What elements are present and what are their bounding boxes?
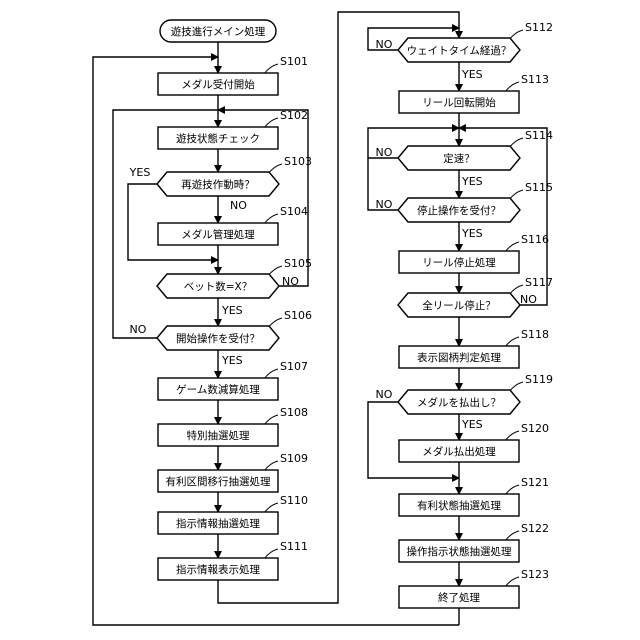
s119-no-label: NO	[376, 388, 393, 401]
s101-step-label: S101	[280, 55, 308, 68]
s119-yes-label: YES	[461, 418, 483, 431]
s123-step-label: S123	[521, 568, 549, 581]
s113-text: リール回転開始	[422, 96, 496, 109]
s106-text: 開始操作を受付？	[176, 332, 260, 345]
s118-step-label: S118	[521, 328, 549, 341]
s114-step-label: S114	[525, 129, 553, 142]
s107-step-label: S107	[280, 360, 308, 373]
s108-step-label: S108	[280, 406, 308, 419]
s106-step-label: S106	[284, 309, 312, 322]
s110-text: 指示情報抽選処理	[176, 517, 260, 530]
s104-text: メダル管理処理	[181, 228, 255, 241]
s114-no-label: NO	[376, 146, 393, 159]
s117-text: 全リール停止？	[422, 299, 496, 312]
s115-yes-label: YES	[461, 227, 483, 240]
s114-text: 定速？	[443, 152, 475, 165]
s116-text: リール停止処理	[422, 256, 496, 269]
s123-text: 終了処理	[438, 591, 480, 604]
s107-text: ゲーム数減算処理	[176, 383, 260, 396]
s112-text: ウェイトタイム経過？	[407, 44, 512, 57]
s122-step-label: S122	[521, 522, 549, 535]
s109-step-label: S109	[280, 452, 308, 465]
s102-step-label: S102	[280, 109, 308, 122]
s121-text: 有利状態抽選処理	[417, 499, 501, 512]
s112-no-label: NO	[376, 38, 393, 51]
s103-step-label: S103	[284, 155, 312, 168]
s115-step-label: S115	[525, 181, 553, 194]
s105-yes-label: YES	[221, 304, 243, 317]
s118-text: 表示図柄判定処理	[417, 351, 501, 364]
s109-text: 有利区間移行抽選処理	[166, 475, 271, 488]
s112-yes-label: YES	[461, 68, 483, 81]
s122-text: 操作指示状態抽選処理	[407, 545, 512, 558]
s115-no-label: NO	[376, 198, 393, 211]
s121-step-label: S121	[521, 476, 549, 489]
s117-no-label: NO	[520, 293, 537, 306]
s105-text: ベット数=X？	[184, 280, 253, 293]
s120-text: メダル払出処理	[422, 445, 496, 458]
s103-text: 再遊技作動時？	[181, 178, 255, 191]
s102-text: 遊技状態チェック	[176, 132, 260, 145]
s103-yes-label: YES	[129, 166, 151, 179]
s115-text: 停止操作を受付？	[417, 204, 501, 217]
s103-no-label: NO	[230, 199, 247, 212]
s112-step-label: S112	[525, 21, 553, 34]
s119-text: メダルを払出し？	[417, 396, 501, 409]
s120-step-label: S120	[521, 422, 549, 435]
s106-yes-label: YES	[221, 354, 243, 367]
s111-text: 指示情報表示処理	[176, 563, 260, 576]
s106-no-label: NO	[130, 323, 147, 336]
s116-step-label: S116	[521, 233, 549, 246]
s101-text: メダル受付開始	[181, 78, 255, 91]
s111-step-label: S111	[280, 540, 308, 553]
s104-step-label: S104	[280, 205, 308, 218]
start-terminal-text: 遊技進行メイン処理	[171, 25, 266, 38]
s105-step-label: S105	[284, 257, 312, 270]
s114-yes-label: YES	[461, 175, 483, 188]
s110-step-label: S110	[280, 494, 308, 507]
s108-text: 特別抽選処理	[187, 429, 250, 442]
s105-no-label: NO	[282, 275, 299, 288]
s113-step-label: S113	[521, 73, 549, 86]
s117-step-label: S117	[525, 276, 553, 289]
s119-step-label: S119	[525, 373, 553, 386]
